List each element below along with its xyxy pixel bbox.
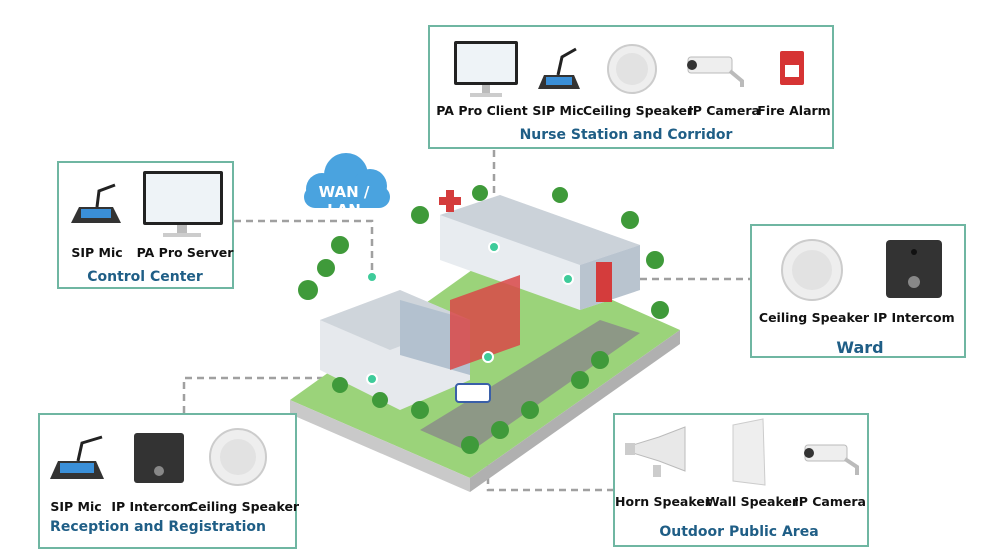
device-label-ceiling-speaker: Ceiling Speaker	[582, 103, 694, 118]
group-title-control-center: Control Center	[87, 269, 203, 285]
group-nurse-station: PA Pro Client SIP Mic Ceiling Speaker IP…	[428, 25, 834, 149]
device-label-ip-camera: IP Camera	[688, 103, 760, 118]
ip-camera-icon	[687, 56, 744, 87]
nurse-device-icons	[454, 41, 804, 97]
link-control-center	[234, 219, 374, 275]
device-label-sip-mic: SIP Mic	[71, 245, 123, 260]
group-title-outdoor: Outdoor Public Area	[659, 524, 819, 540]
pa-pro-server-icon	[143, 171, 223, 237]
sip-mic-icon	[50, 435, 104, 479]
link-outdoor	[486, 357, 613, 492]
sip-mic-icon	[71, 183, 121, 223]
ip-intercom-icon	[886, 240, 942, 298]
device-label-pa-pro-server: PA Pro Server	[136, 245, 234, 260]
cloud-icon	[304, 153, 390, 208]
ward-device-icons	[781, 239, 942, 301]
device-label-fire-alarm: Fire Alarm	[757, 103, 831, 118]
group-outdoor: Horn Speaker Wall Speaker IP Camera Outd…	[613, 413, 869, 547]
device-label-ceiling-speaker: Ceiling Speaker	[758, 310, 870, 325]
link-reception	[182, 376, 372, 413]
device-label-ip-camera: IP Camera	[794, 494, 866, 509]
device-label-ip-intercom: IP Intercom	[873, 310, 955, 325]
group-title-ward: Ward	[836, 338, 884, 357]
group-ward: Ceiling Speaker IP Intercom Ward	[750, 224, 966, 358]
network-label: WAN / LAN	[318, 183, 370, 219]
ip-intercom-icon	[134, 433, 184, 483]
group-title-reception: Reception and Registration	[50, 519, 266, 535]
ceiling-speaker-icon	[607, 44, 657, 94]
device-label-ip-intercom: IP Intercom	[111, 499, 193, 514]
group-reception: SIP Mic IP Intercom Ceiling Speaker Rece…	[38, 413, 300, 549]
group-title-nurse-station: Nurse Station and Corridor	[519, 127, 733, 143]
sip-mic-icon	[538, 47, 580, 89]
hospital-illustration	[290, 185, 680, 492]
device-label-wall-speaker: Wall Speaker	[705, 494, 799, 509]
pa-pro-client-icon	[454, 41, 518, 97]
device-label-sip-mic: SIP Mic	[532, 103, 584, 118]
device-label-horn-speaker: Horn Speaker	[615, 494, 711, 509]
device-label-ceiling-speaker: Ceiling Speaker	[188, 499, 300, 514]
network-nodes	[366, 241, 574, 385]
device-label-pa-pro-client: PA Pro Client	[436, 103, 528, 118]
group-control-center: SIP Mic PA Pro Server Control Center	[57, 161, 234, 289]
outdoor-device-icons	[625, 418, 859, 486]
ceiling-speaker-icon	[209, 428, 267, 486]
reception-device-icons	[50, 428, 267, 486]
ceiling-speaker-icon	[781, 239, 843, 301]
fire-alarm-icon	[780, 51, 804, 85]
device-label-sip-mic: SIP Mic	[50, 499, 102, 514]
control-device-icons	[71, 171, 223, 237]
ip-camera-icon	[804, 444, 859, 475]
horn-speaker-icon	[625, 426, 686, 477]
wall-speaker-icon	[732, 418, 766, 486]
